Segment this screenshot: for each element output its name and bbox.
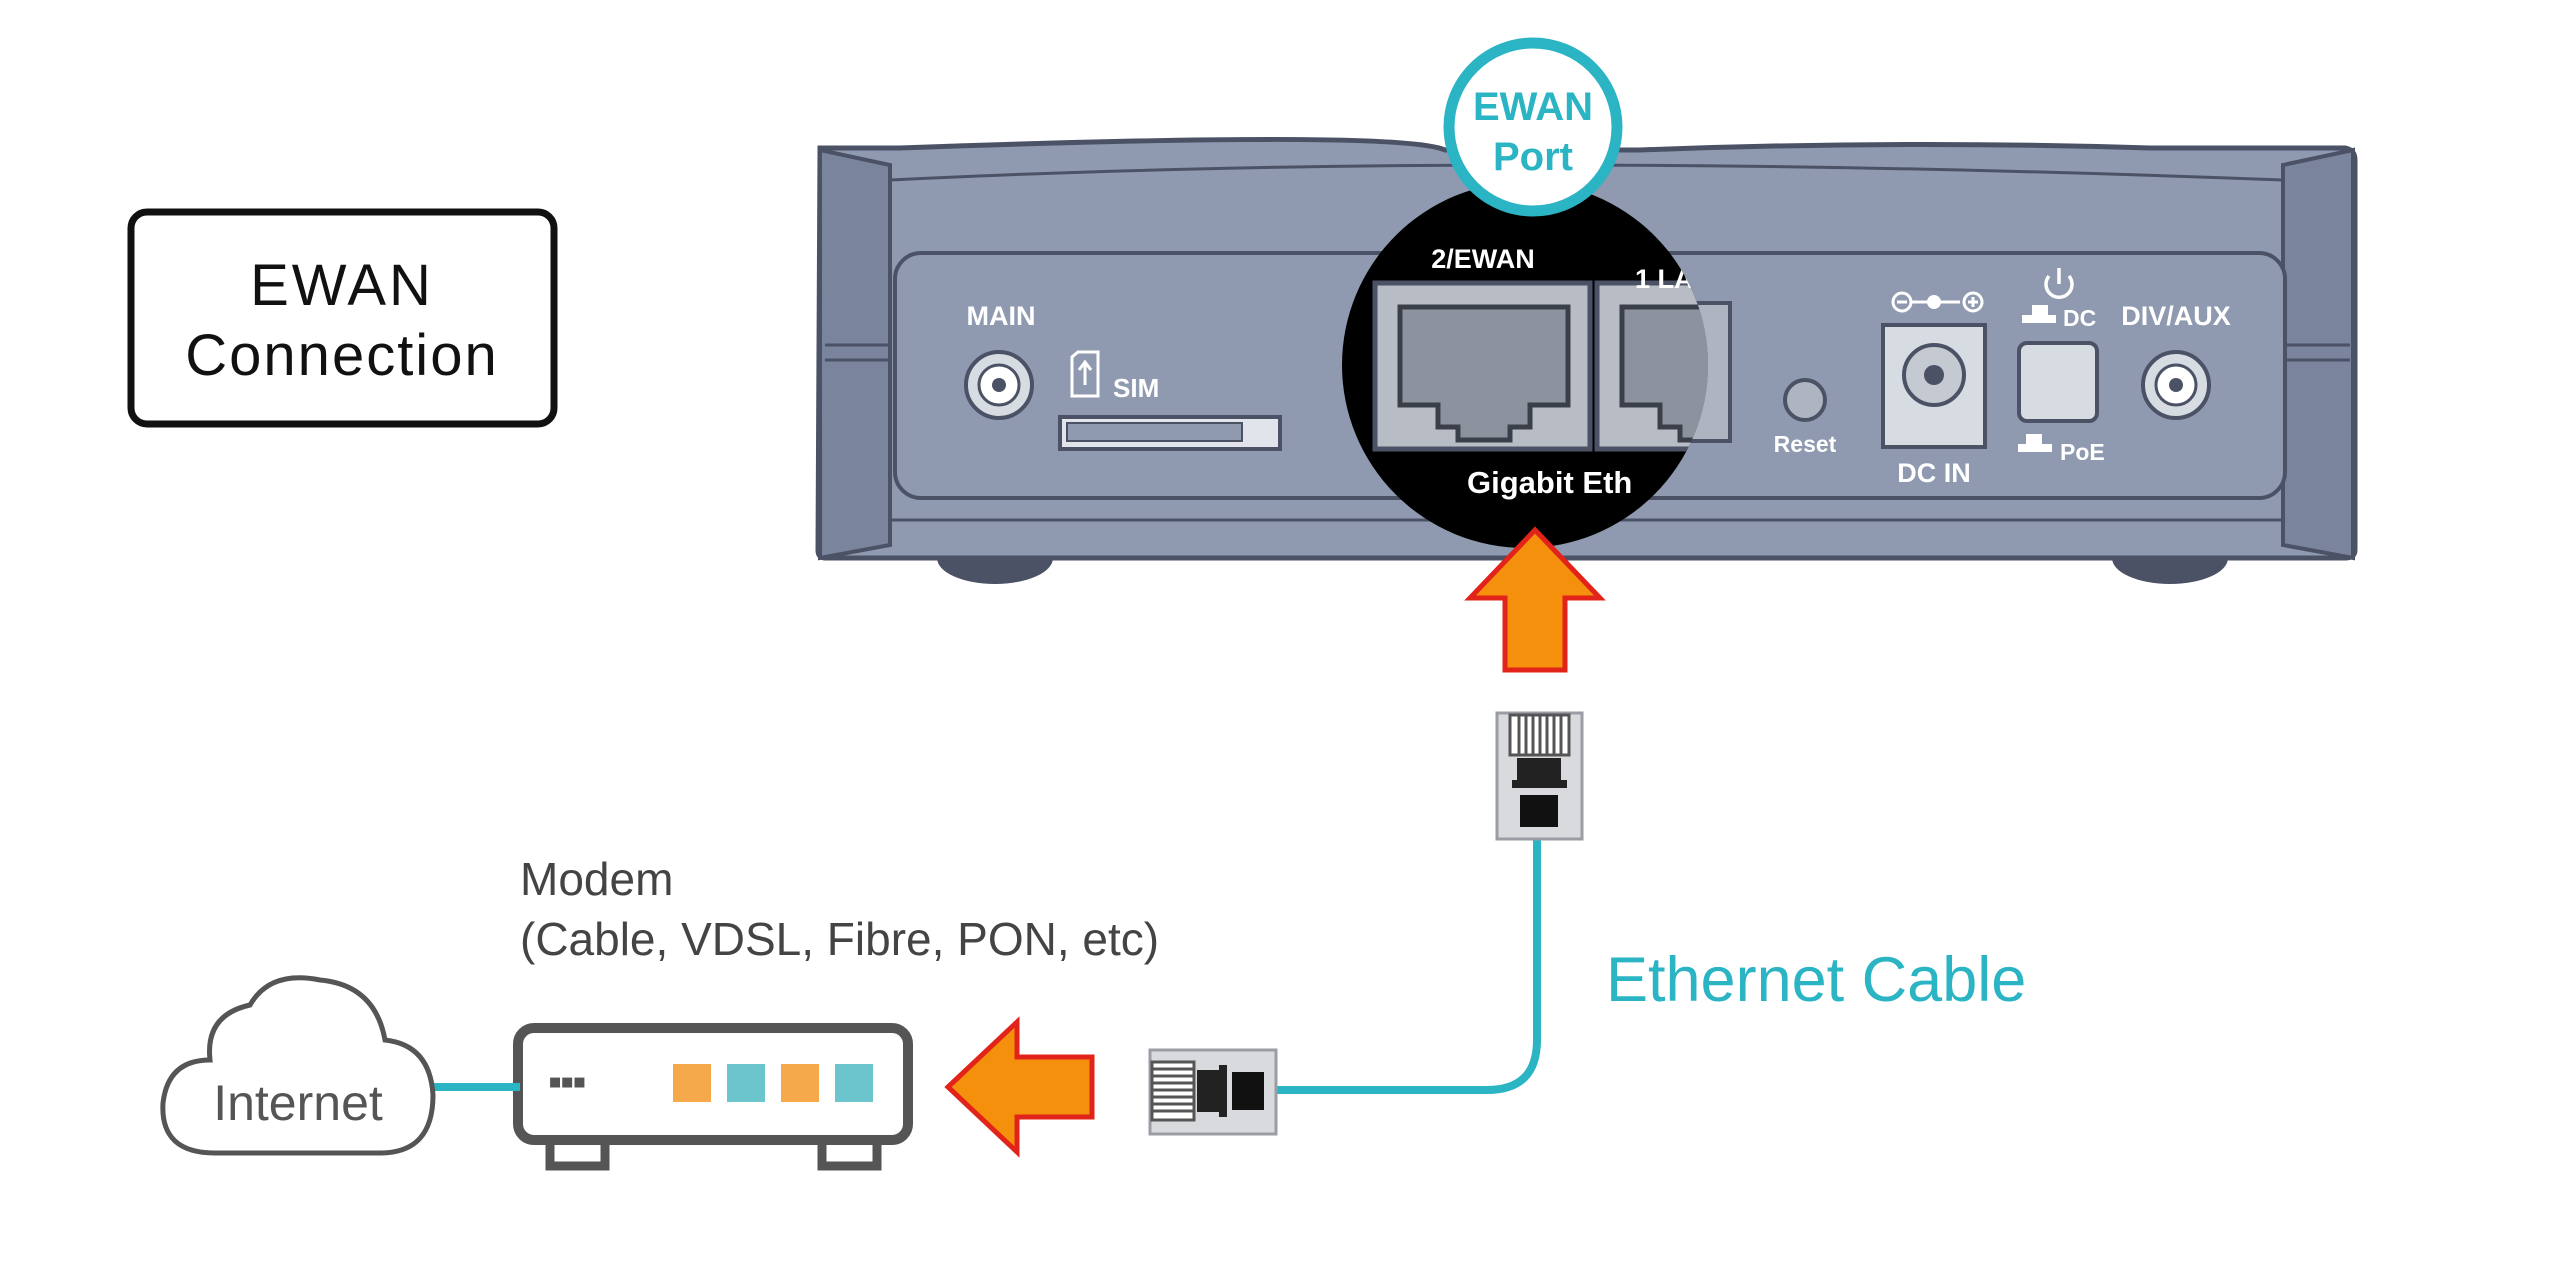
main-antenna-label: MAIN (967, 301, 1036, 331)
callout-line2: Port (1493, 135, 1573, 179)
modem-types-label: (Cable, VDSL, Fibre, PON, etc) (520, 913, 1159, 965)
dc-poe-switch (2017, 341, 2099, 423)
modem-light-2 (727, 1064, 765, 1102)
reset-button (1783, 378, 1827, 422)
modem-dots: ▪▪▪ (548, 1060, 585, 1104)
rj45-plug-vertical (1495, 711, 1584, 841)
reset-label: Reset (1774, 431, 1837, 457)
power-icon (2044, 268, 2074, 300)
router-side-left (818, 147, 892, 561)
dc-switch-icon (2022, 305, 2056, 323)
modem-light-4 (835, 1064, 873, 1102)
ethernet-cable-label: Ethernet Cable (1606, 945, 2026, 1015)
title-box: EWAN Connection (127, 208, 558, 428)
ewan-port-callout: EWAN Port (1443, 37, 1623, 217)
main-antenna-connector (964, 350, 1034, 420)
dc-in-jack (1881, 323, 1987, 449)
lan-rj45-port (1594, 280, 1708, 452)
modem-light-3 (781, 1064, 819, 1102)
dc-in-label: DC IN (1897, 458, 1971, 488)
modem-light-1 (673, 1064, 711, 1102)
modem-device: ▪▪▪ (513, 1023, 913, 1171)
up-arrow (1464, 526, 1606, 673)
left-arrow (944, 1016, 1095, 1158)
port-ewan-label: 2/EWAN (1431, 244, 1535, 274)
sim-slot (1058, 415, 1282, 451)
div-aux-label: DIV/AUX (2121, 301, 2231, 331)
title-line2: Connection (185, 323, 498, 388)
sim-icon (1070, 350, 1100, 398)
poe-label: PoE (2060, 439, 2105, 465)
callout-line1: EWAN (1473, 85, 1593, 129)
rj45-plug-horizontal (1148, 1048, 1278, 1136)
poe-switch-icon (2018, 434, 2052, 452)
magnifier-circle: 2/EWAN 1 LAN Gigabit Eth (1342, 182, 1708, 548)
sim-label: SIM (1113, 373, 1159, 403)
internet-cloud-icon (160, 975, 436, 1156)
title-line1: EWAN (250, 253, 434, 318)
ethernet-cable-line (1270, 838, 1541, 1094)
dc-polarity-icon (1891, 291, 1984, 313)
internet-label: Internet (213, 1075, 383, 1131)
ewan-rj45-port (1372, 280, 1593, 452)
div-aux-antenna-connector (2141, 350, 2211, 420)
gigabit-label: Gigabit Eth (1467, 465, 1632, 500)
router-side-right (2281, 147, 2355, 561)
modem-label: Modem (520, 853, 673, 905)
dc-label: DC (2063, 305, 2096, 331)
